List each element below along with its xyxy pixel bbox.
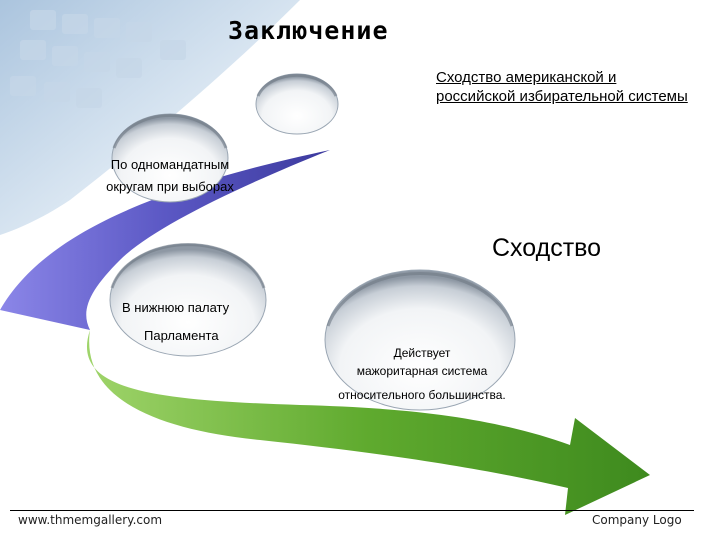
bubble-1 [111,113,229,203]
right-edge-divider [694,0,696,511]
footer-divider [10,510,694,511]
bubble-2 [109,243,267,357]
footer-company-logo: Company Logo [592,513,682,527]
bubble-1-line-1: По одномандатным [110,157,230,172]
green-arrow-band [86,330,651,515]
bubble-3 [324,269,516,411]
bubble-top-small [255,73,339,135]
similarity-heading: Сходство [492,234,602,262]
bubble-3-line-1: Действует [393,346,451,360]
slide-title: Заключение [228,16,389,45]
bubble-2-line-1: В нижнюю палату [122,300,230,315]
bubble-1-line-2: округам при выборах [106,179,234,194]
bubble-3-text: Действует мажоритарная система относител… [312,344,532,404]
slide-subtitle[interactable]: Сходство американской и российской избир… [436,69,688,105]
bubble-2-text: В нижнюю палату Парламента [122,294,262,350]
bubble-2-line-2: Парламента [144,328,219,343]
bubble-1-text: По одномандатным округам при выборах [100,154,240,198]
footer-website: www.thmemgallery.com [18,513,163,527]
keyboard-keys-decoration [10,10,186,108]
blue-arrow-band [0,150,330,330]
bubble-3-line-3: относительного большинства. [338,388,506,402]
bubble-3-line-2: мажоритарная система [356,364,488,378]
